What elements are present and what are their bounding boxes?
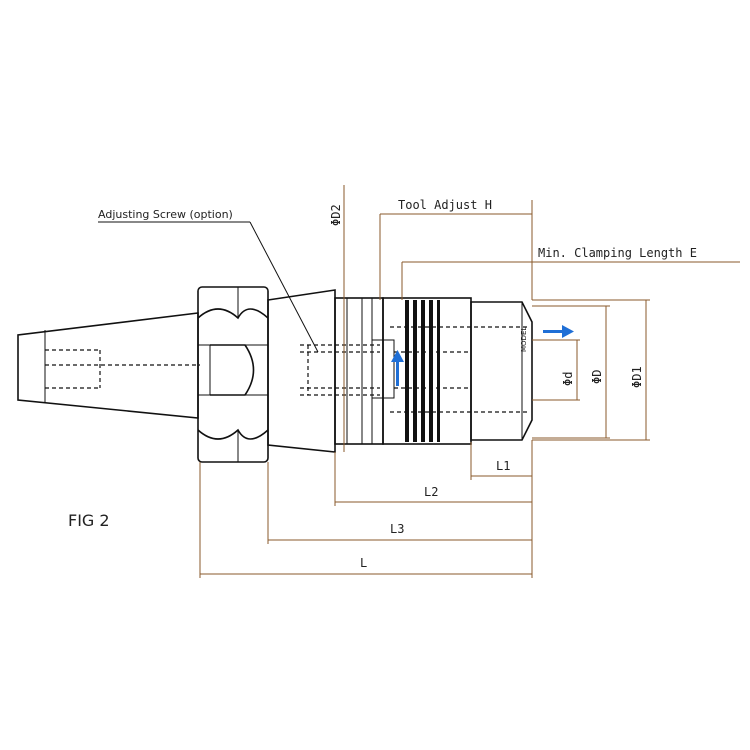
d-label: Φd	[561, 372, 575, 386]
D-label: ΦD	[590, 370, 604, 384]
taper-shank	[17, 312, 200, 419]
arrows	[391, 325, 574, 386]
l3-label: L3	[390, 522, 404, 536]
dim-diameters: Φd ΦD ΦD1	[532, 299, 650, 441]
l2-label: L2	[424, 485, 438, 499]
holder-body	[267, 289, 384, 453]
l-label: L	[360, 556, 367, 570]
tool-adjust-label: Tool Adjust H	[398, 198, 492, 212]
d2-label: ΦD2	[329, 204, 343, 226]
clamping-nut	[371, 297, 530, 445]
flange	[197, 286, 269, 463]
l1-label: L1	[496, 459, 510, 473]
dim-lengths: L1 L2 L3 L	[199, 440, 533, 578]
holder-nose: MODEL	[470, 301, 533, 441]
min-clamping-label: Min. Clamping Length E	[538, 246, 697, 260]
dim-tool-adjust: Tool Adjust H	[379, 198, 533, 300]
D1-label: ΦD1	[630, 366, 644, 388]
adjusting-screw-label: Adjusting Screw (option)	[98, 208, 233, 221]
dim-min-clamping: Min. Clamping Length E	[401, 246, 740, 300]
figure-label: FIG 2	[68, 511, 110, 530]
adjusting-screw-callout: Adjusting Screw (option)	[98, 208, 319, 353]
dim-d2: ΦD2	[329, 185, 345, 452]
nose-marking: MODEL	[520, 327, 528, 352]
